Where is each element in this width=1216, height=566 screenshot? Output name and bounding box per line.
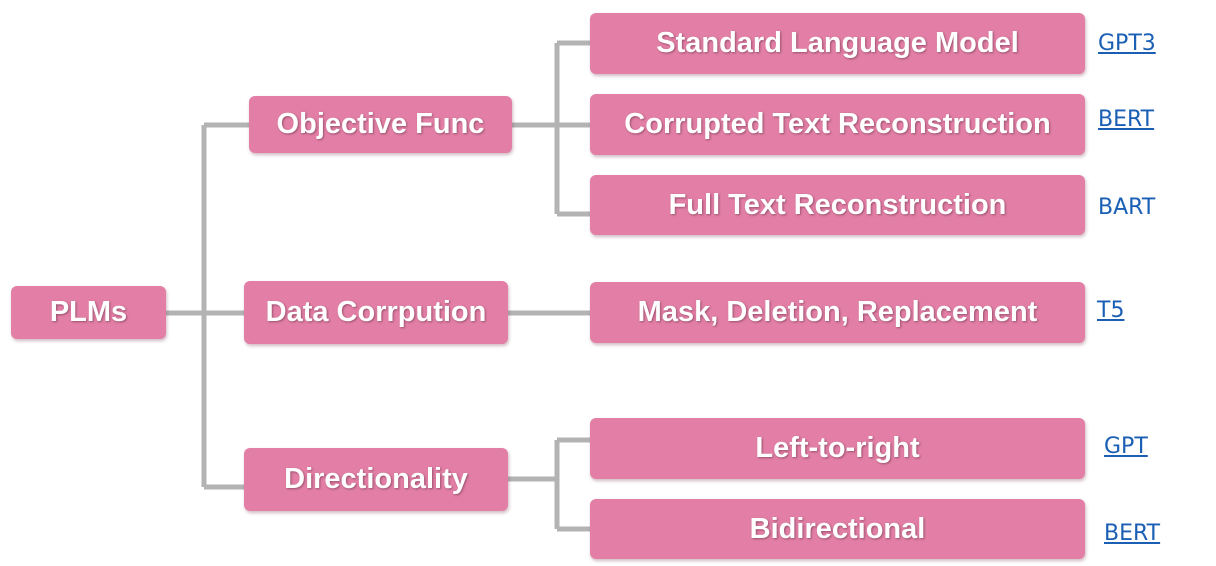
model-link-t5[interactable]: T5	[1097, 298, 1125, 323]
category-node-label: Directionality	[284, 463, 468, 495]
leaf-node-mask-deletion-replacement: Mask, Deletion, Replacement	[590, 282, 1085, 343]
leaf-node-label: Corrupted Text Reconstruction	[624, 108, 1051, 140]
leaf-node-full-text-reconstruction: Full Text Reconstruction	[590, 175, 1085, 235]
leaf-node-label: Mask, Deletion, Replacement	[637, 296, 1038, 328]
category-node-data-corruption: Data Corrpution	[244, 281, 508, 344]
leaf-node-left-to-right: Left-to-right	[590, 418, 1085, 479]
category-node-label: Objective Func	[276, 108, 485, 140]
model-link-bert-bidirectional[interactable]: BERT	[1104, 521, 1161, 546]
model-link-gpt[interactable]: GPT	[1104, 434, 1148, 459]
model-label-bart: BART	[1098, 195, 1156, 220]
model-link-gpt3[interactable]: GPT3	[1098, 31, 1156, 56]
leaf-node-standard-language-model: Standard Language Model	[590, 13, 1085, 74]
leaf-node-label: Left-to-right	[755, 432, 920, 464]
leaf-node-label: Standard Language Model	[656, 27, 1019, 59]
leaf-node-bidirectional: Bidirectional	[590, 499, 1085, 559]
root-node-label: PLMs	[49, 296, 128, 328]
leaf-node-label: Full Text Reconstruction	[668, 188, 1007, 221]
root-node-plms: PLMs	[11, 286, 166, 339]
leaf-node-label: Bidirectional	[749, 512, 926, 545]
model-link-bert[interactable]: BERT	[1098, 107, 1155, 132]
category-node-objective-func: Objective Func	[249, 96, 512, 153]
category-node-directionality: Directionality	[244, 448, 508, 511]
category-node-label: Data Corrpution	[265, 296, 487, 328]
leaf-node-corrupted-text-reconstruction: Corrupted Text Reconstruction	[590, 94, 1085, 155]
